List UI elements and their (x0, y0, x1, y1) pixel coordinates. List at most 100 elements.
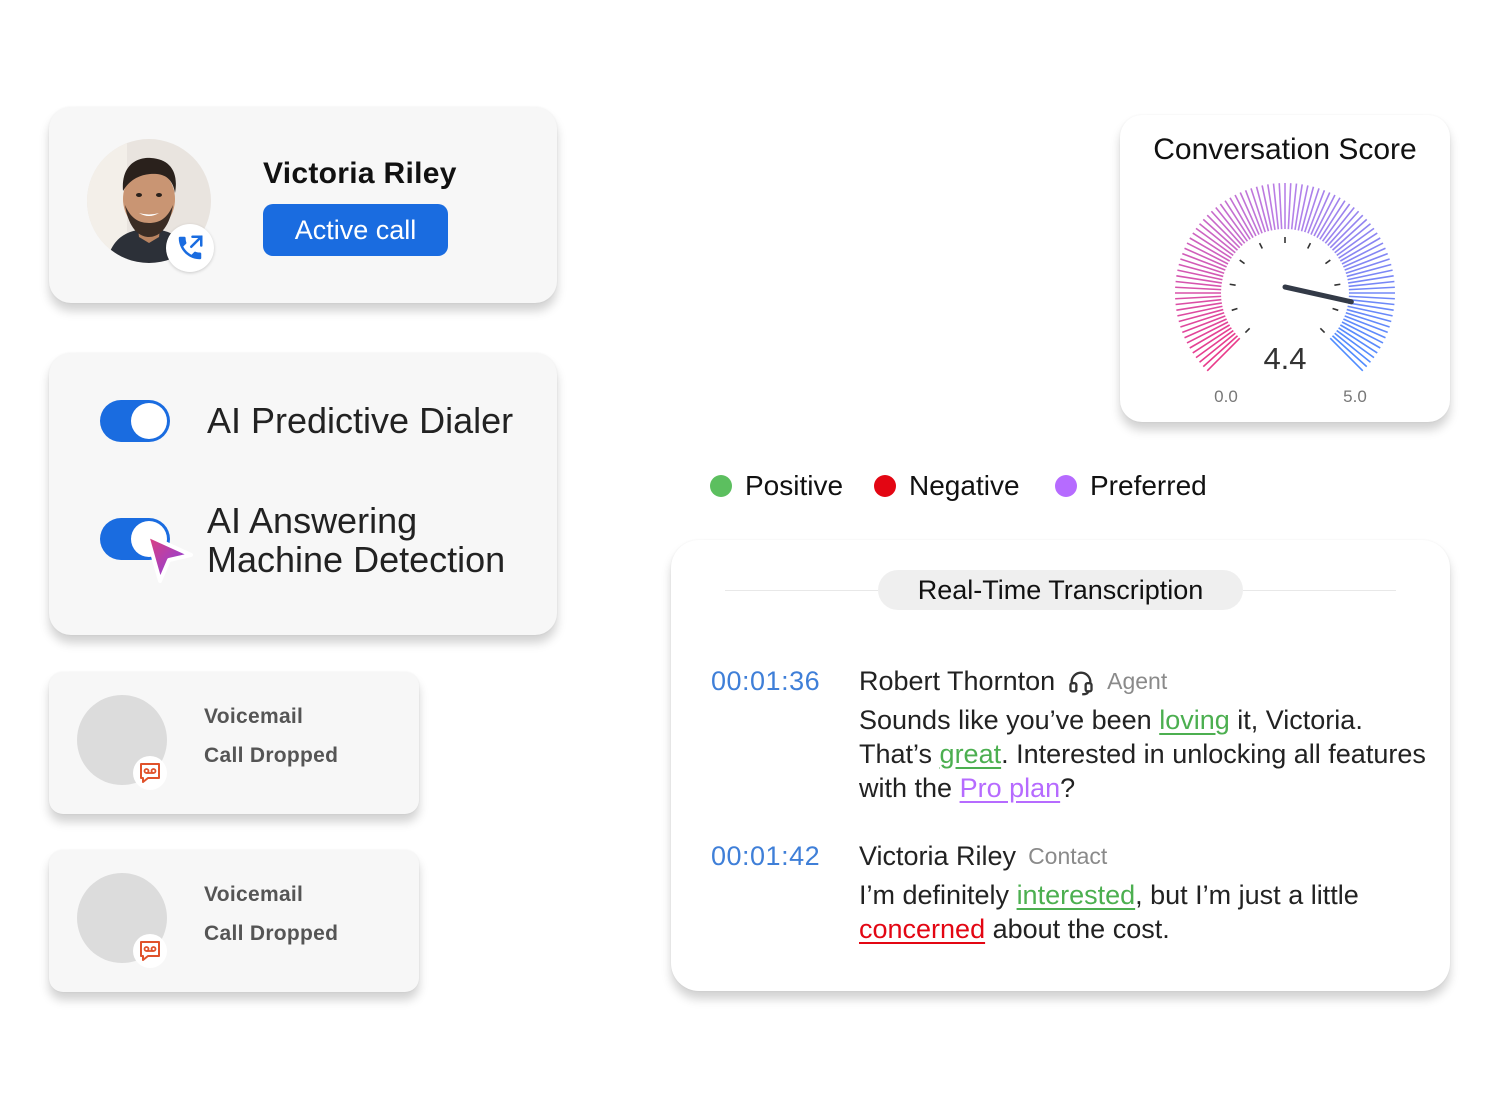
predictive-dialer-toggle[interactable] (100, 400, 170, 442)
timestamp: 00:01:36 (711, 666, 821, 696)
gauge-ray (1338, 237, 1381, 263)
gauge-tick (1319, 327, 1326, 334)
gauge-ray (1334, 227, 1375, 258)
gauge-ray (1344, 308, 1392, 323)
speaker-role: Agent (1107, 668, 1168, 694)
gauge-tick (1244, 327, 1251, 334)
gauge-ray (1229, 197, 1255, 240)
speaker-name: Robert Thornton (859, 666, 1056, 696)
legend-negative: Negative (874, 470, 1020, 502)
gauge-ray (1342, 252, 1388, 272)
gauge-ray (1176, 275, 1224, 285)
gauge-ray (1345, 269, 1393, 281)
gauge-tick (1258, 242, 1264, 249)
gauge-ray (1239, 192, 1261, 237)
gauge-ray (1182, 252, 1228, 272)
gauge-ray (1346, 286, 1395, 291)
message-text: Sounds like you’ve been loving it, Victo… (859, 703, 1429, 805)
conversation-score-card: Conversation Score 4.4 0.0 5.0 (1120, 115, 1450, 422)
voicemail-title: Voicemail (204, 705, 304, 728)
gauge-ray (1244, 190, 1264, 236)
gauge-tick (1231, 307, 1238, 312)
gauge-ray (1184, 317, 1229, 339)
label-line-2: Machine Detection (207, 539, 506, 580)
gauge-tick (1334, 283, 1341, 286)
gauge-ray (1342, 314, 1388, 334)
gauge-ray (1341, 247, 1386, 269)
gauge-ray (1345, 305, 1393, 317)
gauge-ray (1206, 214, 1242, 250)
gauge-ray (1182, 314, 1228, 334)
positive-keyword[interactable]: interested (1016, 880, 1136, 910)
gauge-ray (1346, 275, 1394, 285)
gauge-ray (1278, 183, 1283, 232)
gauge-ray (1180, 258, 1227, 275)
gauge-ray (1175, 280, 1224, 288)
legend-dot (1055, 475, 1077, 497)
score-title: Conversation Score (1153, 133, 1417, 166)
timestamp: 00:01:42 (711, 841, 821, 871)
gauge-tick (1324, 259, 1331, 265)
voicemail-icon (133, 934, 167, 968)
gauge-ray (1328, 336, 1364, 372)
gauge-ray (1323, 207, 1355, 246)
text-part: about the cost. (985, 914, 1170, 944)
positive-keyword[interactable]: loving (1159, 705, 1230, 735)
gauge-ray (1175, 298, 1224, 306)
gauge-ray (1330, 218, 1368, 253)
gauge-needle (1282, 284, 1354, 305)
score-min-label: 0.0 (1214, 387, 1238, 406)
contact-card: Victoria Riley Active call (49, 107, 557, 303)
divider (1243, 590, 1396, 591)
legend-label: Positive (745, 470, 844, 501)
contact-name: Victoria Riley (263, 157, 457, 190)
gauge-ray (1177, 269, 1225, 281)
voicemail-title: Voicemail (204, 883, 304, 906)
gauge-ray (1195, 227, 1236, 258)
negative-keyword[interactable]: concerned (859, 914, 986, 944)
gauge-ray (1215, 207, 1247, 246)
ai-features-card: AI Predictive Dialer AI Answering Machin… (49, 353, 557, 635)
voicemail-card[interactable]: Voicemail Call Dropped (49, 850, 419, 992)
gauge-ray (1320, 203, 1351, 244)
gauge-ray (1346, 280, 1395, 288)
gauge-ray (1343, 311, 1390, 328)
label-line-1: AI Answering (207, 500, 418, 541)
headset-icon (1069, 671, 1093, 695)
gauge-ray (1293, 184, 1303, 232)
voicemail-card[interactable]: Voicemail Call Dropped (49, 672, 419, 814)
gauge-tick (1306, 242, 1312, 249)
gauge-ray (1202, 218, 1240, 253)
gauge-ray (1312, 194, 1336, 239)
legend-dot (710, 475, 732, 497)
transcription-card: Real-Time Transcription 00:01:36 Robert … (671, 540, 1450, 991)
gauge-ray (1192, 326, 1234, 354)
legend-positive: Positive (710, 470, 843, 502)
gauge-ray (1186, 242, 1231, 266)
gauge-ray (1199, 223, 1238, 255)
gauge-ray (1346, 301, 1394, 311)
gauge-ray (1344, 263, 1392, 278)
gauge-ray (1219, 203, 1250, 244)
gauge-ray (1210, 210, 1245, 248)
active-call-button[interactable]: Active call (263, 204, 448, 256)
gauge-ray (1336, 326, 1378, 354)
gauge-tick (1239, 259, 1246, 265)
answering-machine-detection-label: AI Answering Machine Detection (207, 501, 505, 579)
gauge-ray (1338, 323, 1381, 349)
outgoing-call-icon (166, 224, 214, 272)
preferred-keyword[interactable]: Pro plan (959, 773, 1061, 803)
cursor-pointer-icon (145, 533, 193, 583)
gauge-ray (1315, 197, 1341, 240)
score-max-label: 5.0 (1343, 387, 1367, 406)
gauge-ray (1176, 301, 1224, 311)
gauge-ray (1255, 186, 1270, 234)
divider (725, 590, 878, 591)
gauge-ray (1336, 232, 1378, 260)
gauge-ray (1250, 188, 1267, 235)
voicemail-icon (133, 756, 167, 790)
gauge-ray (1261, 185, 1273, 233)
speaker-line: Robert Thornton Agent (859, 666, 1167, 697)
gauge-ray (1306, 190, 1326, 236)
positive-keyword[interactable]: great (939, 739, 1002, 769)
